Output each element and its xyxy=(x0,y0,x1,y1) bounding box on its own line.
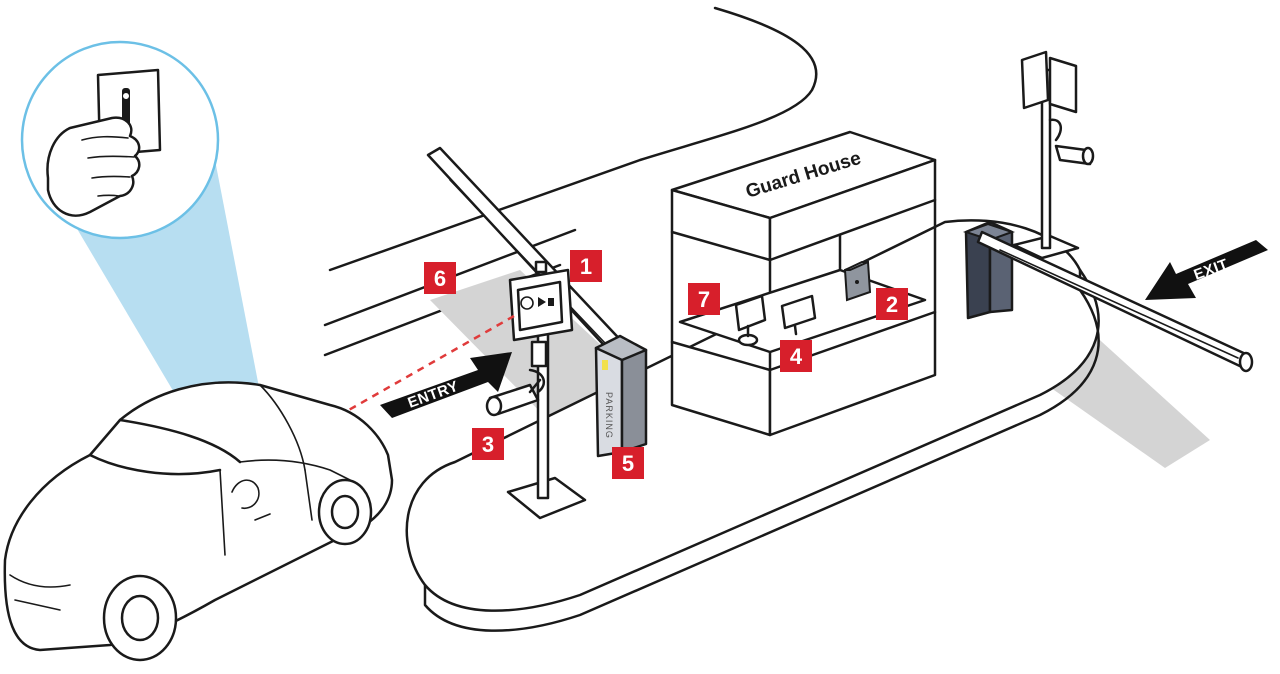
svg-text:3: 3 xyxy=(482,432,494,457)
marker-6: 6 xyxy=(424,262,456,294)
svg-text:6: 6 xyxy=(434,266,446,291)
svg-text:1: 1 xyxy=(580,254,592,279)
marker-1: 1 xyxy=(570,250,602,282)
svg-text:2: 2 xyxy=(886,292,898,317)
card-zoom-inset xyxy=(20,40,220,240)
marker-7: 7 xyxy=(688,283,720,315)
marker-4: 4 xyxy=(780,340,812,372)
svg-text:4: 4 xyxy=(790,344,803,369)
exit-arrow-label: EXIT xyxy=(1192,256,1231,284)
svg-text:7: 7 xyxy=(698,287,710,312)
parking-dispenser: PARKING xyxy=(594,334,648,458)
exit-reader-post xyxy=(1012,50,1095,260)
car xyxy=(3,381,394,662)
svg-text:5: 5 xyxy=(622,451,634,476)
guard-house: Guard House xyxy=(670,130,937,437)
entry-arrow-label: ENTRY xyxy=(406,378,461,412)
marker-3: 3 xyxy=(472,428,504,460)
marker-5: 5 xyxy=(612,447,644,479)
exit-arrow: EXIT xyxy=(1145,240,1268,300)
dispenser-label: PARKING xyxy=(604,392,614,439)
marker-2: 2 xyxy=(876,288,908,320)
card-reader-post xyxy=(485,260,587,520)
exit-barrier xyxy=(962,220,1254,373)
